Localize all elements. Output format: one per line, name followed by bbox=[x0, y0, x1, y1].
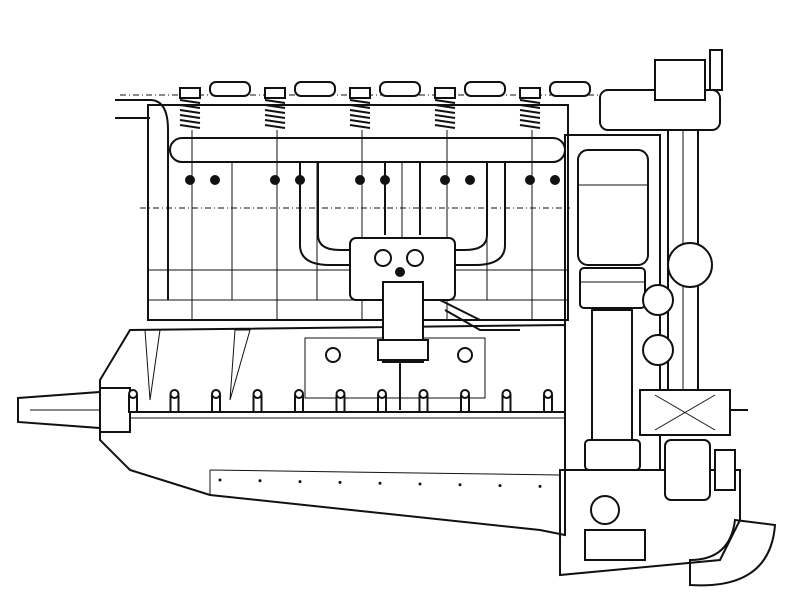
valve-spring bbox=[179, 81, 251, 320]
sectioned-cylinder bbox=[564, 134, 661, 471]
flange-bolts bbox=[128, 389, 553, 413]
pump-housing bbox=[559, 439, 777, 587]
propeller-shaft bbox=[17, 387, 131, 433]
carburetor bbox=[349, 237, 520, 410]
valve-springs bbox=[179, 81, 591, 320]
valve-spring bbox=[349, 81, 421, 320]
plug-right bbox=[457, 347, 473, 363]
plug-left bbox=[325, 347, 341, 363]
valve-spring bbox=[519, 81, 591, 320]
water-pipe bbox=[115, 99, 169, 300]
piston bbox=[579, 267, 646, 309]
crankcase bbox=[99, 323, 566, 537]
connecting-rod bbox=[591, 309, 633, 451]
valve-spring bbox=[264, 81, 336, 320]
camshaft-drive bbox=[599, 49, 748, 436]
